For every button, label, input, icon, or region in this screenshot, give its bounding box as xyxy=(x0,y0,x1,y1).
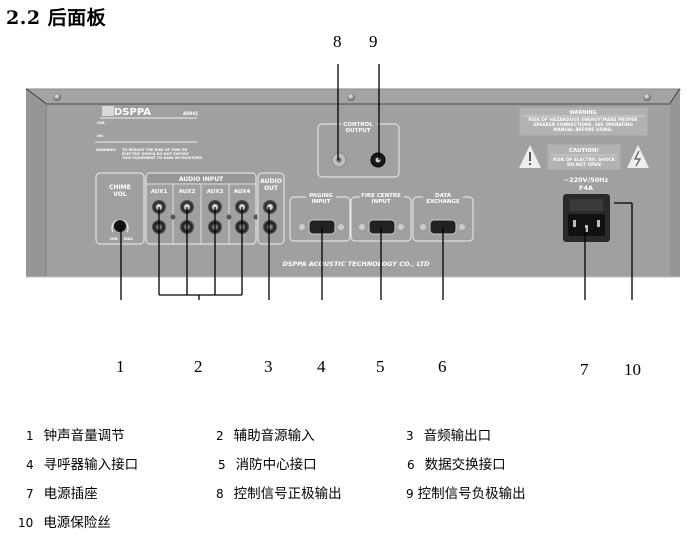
svg-text:AUX2: AUX2 xyxy=(179,189,196,195)
svg-text:VOL: VOL xyxy=(113,191,127,198)
svg-text:PAGING: PAGING xyxy=(309,193,333,199)
negative-terminal-icon xyxy=(370,152,386,168)
ser-label: SER. xyxy=(97,121,106,125)
brand-logo: DSPPA xyxy=(114,107,151,118)
fuse-rating: F4A xyxy=(579,184,593,192)
no-label: NO. xyxy=(97,134,104,138)
callout-5: 5 xyxy=(376,357,385,376)
chime-volume-knob xyxy=(114,220,126,232)
svg-text:AUDIO: AUDIO xyxy=(260,178,282,185)
caution-label-box: CAUTION! RISK OF ELECTRIC SHOCK DO NOT O… xyxy=(547,144,621,170)
rca-jack-icon xyxy=(263,220,277,234)
callout-lines xyxy=(120,64,633,300)
callout-3: 3 xyxy=(264,357,273,376)
svg-text:INPUT: INPUT xyxy=(372,199,391,205)
control-output-section: CONTROL OUTPUT xyxy=(317,121,400,178)
svg-text:RISK OF HAZARDOUS ENERGY!MAKE: RISK OF HAZARDOUS ENERGY!MAKE PROPER xyxy=(528,117,638,123)
screw-icon xyxy=(347,93,355,101)
svg-text:WARNING: WARNING xyxy=(569,110,596,116)
svg-text:AUDIO INPUT: AUDIO INPUT xyxy=(179,176,224,183)
svg-text:DO NOT OPEN: DO NOT OPEN xyxy=(567,162,601,168)
db9-connector-icon xyxy=(359,219,404,235)
svg-text:FIRE CENTRE: FIRE CENTRE xyxy=(361,193,401,199)
rca-jack-icon xyxy=(263,200,277,214)
power-rating: ~220V/50Hz xyxy=(564,176,609,184)
svg-text:MAX: MAX xyxy=(124,237,133,241)
callout-8: 8 xyxy=(333,32,342,51)
svg-text:OUTPUT: OUTPUT xyxy=(345,128,370,134)
screw-icon xyxy=(643,93,651,101)
callout-4: 4 xyxy=(317,357,326,376)
svg-text:SPEAKER CONNECTIONS. SEE OPERA: SPEAKER CONNECTIONS. SEE OPERATING xyxy=(533,122,633,128)
svg-text:RISK OF ELECTRIC SHOCK: RISK OF ELECTRIC SHOCK xyxy=(553,157,616,163)
model-label: ADR01 xyxy=(183,111,198,116)
svg-text:TO REDUCE THE RISK OF FIRE OR: TO REDUCE THE RISK OF FIRE OR xyxy=(122,148,188,152)
screw-icon xyxy=(53,93,61,101)
svg-text:AUX1: AUX1 xyxy=(151,189,168,195)
section-heading: 2.2 后面板 xyxy=(6,7,107,29)
company-name: DSPPA ACOUSTIC TECHNOLOGY CO., LTD xyxy=(282,260,430,268)
positive-terminal-icon xyxy=(331,152,347,168)
rear-panel-illustration: DSPPA ADR01 SER. NO. WARNING: TO REDUCE … xyxy=(25,64,681,300)
svg-text:CONTROL: CONTROL xyxy=(343,122,373,128)
warning-label-box: WARNING RISK OF HAZARDOUS ENERGY!MAKE PR… xyxy=(519,107,648,136)
svg-text:ELECTRIC SHOCK DO NOT EXPOSE: ELECTRIC SHOCK DO NOT EXPOSE xyxy=(122,152,189,156)
svg-text:CHIME: CHIME xyxy=(109,184,131,191)
svg-text:AUX3: AUX3 xyxy=(207,189,224,195)
electric-shock-icon xyxy=(627,145,649,168)
svg-text:THIS EQUIPMENT TO RAIN OR MOIS: THIS EQUIPMENT TO RAIN OR MOISTURE. xyxy=(122,156,203,160)
exclamation-warning-icon xyxy=(519,145,541,168)
callout-10: 10 xyxy=(624,360,641,379)
svg-text:DATA: DATA xyxy=(435,193,452,199)
svg-text:AUX4: AUX4 xyxy=(234,189,251,195)
svg-text:OUT: OUT xyxy=(264,185,279,192)
chime-vol-section: CHIME VOL MIN MAX xyxy=(95,172,145,245)
fire-centre-input-section: FIRE CENTRE INPUT xyxy=(350,193,412,242)
label-plate: DSPPA ADR01 SER. NO. WARNING: TO REDUCE … xyxy=(95,106,203,160)
callout-9: 9 xyxy=(369,32,378,51)
callout-7: 7 xyxy=(580,360,589,379)
svg-text:MANUAL BEFORE USING.: MANUAL BEFORE USING. xyxy=(553,127,613,133)
panel-right-bevel xyxy=(670,89,680,277)
callout-1: 1 xyxy=(116,357,125,376)
svg-text:INPUT: INPUT xyxy=(312,199,331,205)
power-socket-icon xyxy=(563,194,610,242)
svg-text:CAUTION!: CAUTION! xyxy=(569,148,599,154)
callout-2: 2 xyxy=(194,357,203,376)
callout-6: 6 xyxy=(438,357,447,376)
panel-left-bevel xyxy=(26,89,46,277)
warning-label: WARNING: xyxy=(96,148,117,152)
svg-text:MIN: MIN xyxy=(110,237,118,241)
svg-text:EXCHANGE: EXCHANGE xyxy=(426,199,460,205)
audio-out-section: AUDIO OUT xyxy=(257,172,285,245)
